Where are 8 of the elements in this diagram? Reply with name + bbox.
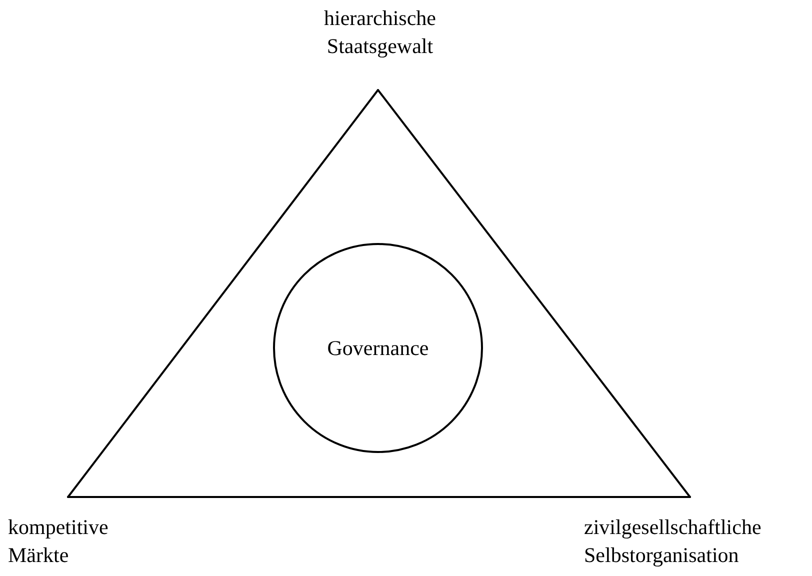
corner-label: zivilgesellschaftliche Selbstorganisation (584, 514, 762, 569)
circle-label: Governance (327, 335, 429, 362)
triangle-side (67, 89, 379, 498)
corner-label: hierarchische Staatsgewalt (323, 5, 437, 60)
circle (273, 243, 483, 453)
triangle-side (377, 89, 691, 498)
corner-label: kompetitive Märkte (8, 514, 110, 569)
triangle-side (67, 496, 691, 498)
